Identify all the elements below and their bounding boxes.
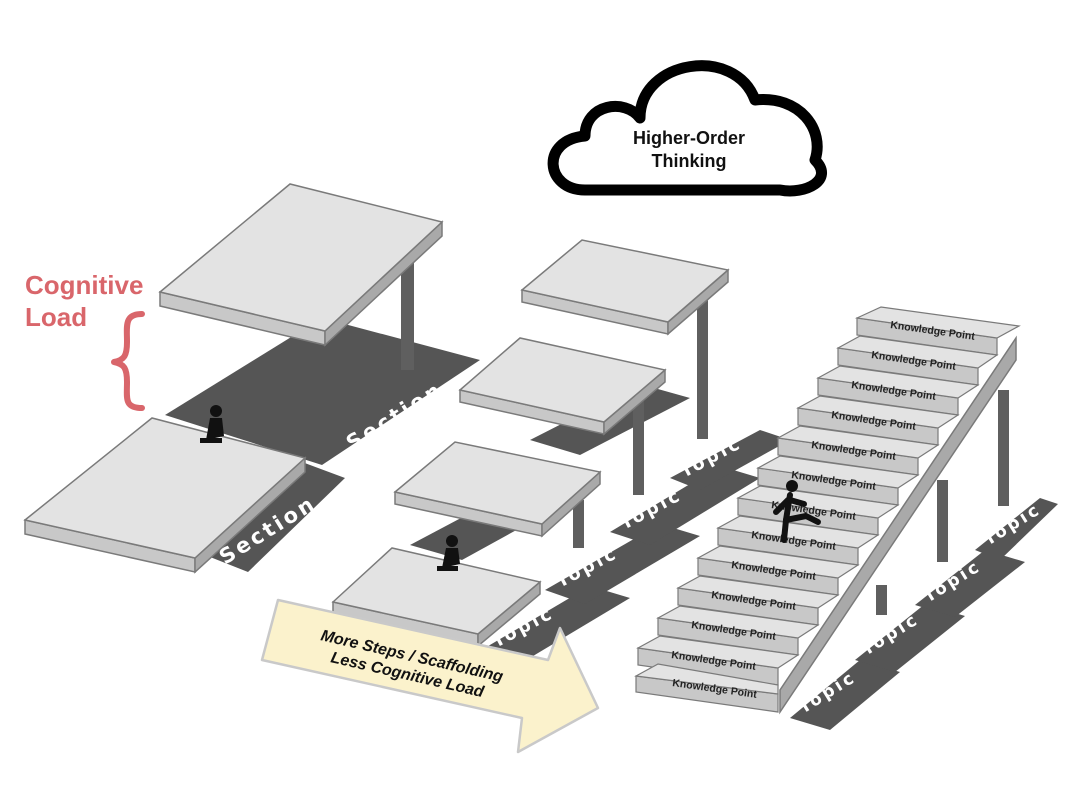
kp-step: Knowledge Point bbox=[636, 635, 800, 686]
kp-step: Knowledge Point bbox=[836, 335, 999, 386]
section-pillar bbox=[401, 262, 414, 370]
kp-pillar-2 bbox=[937, 480, 948, 562]
topic-group: Topic Topic Topic Topic bbox=[331, 239, 790, 665]
cloud-text-line2: Thinking bbox=[652, 151, 727, 171]
topic-platform-1 bbox=[331, 547, 542, 648]
staircase-side bbox=[779, 335, 1017, 715]
cloud-shape bbox=[547, 60, 827, 197]
kp-floor-3 bbox=[915, 550, 1025, 617]
cognitive-load-label: Cognitive Load bbox=[25, 270, 145, 411]
kp-floor-4 bbox=[975, 498, 1058, 560]
cognitive-load-line2: Load bbox=[25, 302, 87, 332]
kp-step: Knowledge Point bbox=[796, 395, 960, 446]
kp-step: Knowledge Point bbox=[696, 545, 860, 596]
topic-floor-3 bbox=[610, 466, 760, 545]
topic-floor-1 bbox=[478, 586, 630, 665]
section-platform-lower bbox=[23, 417, 307, 574]
section-floor-lower bbox=[205, 462, 345, 572]
knowledge-point-group: Topic Topic Topic Topic Knowledge Point … bbox=[634, 306, 1058, 730]
section-platform-upper bbox=[158, 183, 444, 347]
topic-pillar-2 bbox=[633, 400, 644, 495]
topic-pillar-3 bbox=[697, 295, 708, 439]
topic-platform-2 bbox=[393, 441, 602, 538]
kp-step: Knowledge Point bbox=[756, 455, 920, 506]
kp-floor-1 bbox=[790, 660, 900, 730]
section-group: Section Section bbox=[23, 183, 480, 574]
kp-step: Knowledge Point bbox=[656, 605, 820, 656]
kp-floor-2 bbox=[855, 604, 965, 672]
kneeling-person-icon bbox=[200, 405, 224, 443]
kp-step: Knowledge Point bbox=[634, 663, 779, 713]
kp-step: Knowledge Point bbox=[716, 515, 880, 566]
topic-platform-3 bbox=[458, 337, 667, 436]
kp-step: Knowledge Point bbox=[776, 425, 940, 476]
topic-pillar-1 bbox=[573, 500, 584, 548]
kp-pillar-1 bbox=[876, 585, 887, 615]
kneeling-person-icon bbox=[437, 535, 460, 571]
topic-floor-4 bbox=[670, 430, 790, 490]
kp-step: Knowledge Point bbox=[676, 575, 840, 626]
topic-platform-4 bbox=[520, 239, 730, 336]
kp-step: Knowledge Point bbox=[854, 306, 1021, 356]
cloud-text-line1: Higher-Order bbox=[633, 128, 745, 148]
kp-pillar-3 bbox=[998, 390, 1009, 506]
higher-order-thinking-cloud: Higher-Order Thinking bbox=[547, 60, 827, 197]
kp-step: Knowledge Point bbox=[816, 365, 980, 416]
cognitive-load-line1: Cognitive bbox=[25, 270, 143, 300]
topic-floor-2 bbox=[545, 524, 700, 604]
curly-brace-icon bbox=[111, 311, 145, 411]
climbing-person-icon bbox=[773, 480, 821, 543]
arrow-shape bbox=[260, 598, 600, 754]
